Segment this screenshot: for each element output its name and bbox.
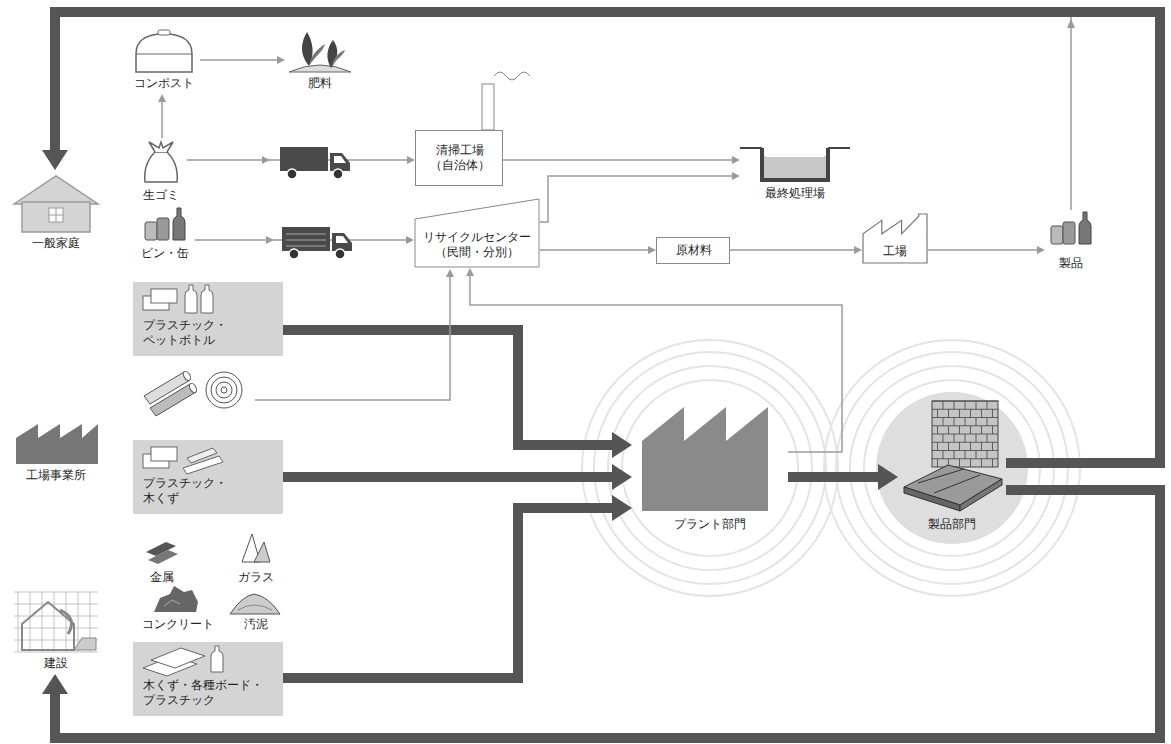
node-text: プラスチック・ 木くず bbox=[143, 476, 229, 506]
waste-box: プラスチック・ 木くず bbox=[133, 440, 283, 514]
flow-arrow bbox=[928, 249, 1037, 251]
kitchen-waste-node: 生ゴミ bbox=[135, 138, 187, 206]
chimney bbox=[482, 72, 530, 130]
node-text: 原材料 bbox=[675, 243, 713, 258]
node-icon bbox=[135, 206, 195, 244]
metal-icon bbox=[146, 542, 178, 564]
node-text: 製品部門 bbox=[927, 517, 977, 532]
node-icon bbox=[8, 170, 104, 234]
recycle-center-box: リサイクルセンター （民間・分別） bbox=[414, 198, 540, 268]
node-icon bbox=[632, 395, 788, 515]
node-text: 生ゴミ bbox=[142, 188, 180, 203]
scrap-pipes-icon bbox=[144, 370, 242, 416]
bottles-cans-node: ビン・缶 bbox=[135, 206, 195, 264]
material-label: 金属 bbox=[150, 570, 174, 585]
flow-arrow bbox=[540, 249, 648, 251]
node-icon bbox=[898, 395, 1006, 515]
node-text: 木くず・各種ボード・ プラスチック bbox=[143, 678, 265, 708]
product-node: 製品 bbox=[1045, 210, 1097, 274]
plant-division-node: プラント部門 bbox=[632, 395, 788, 535]
plant-rings bbox=[582, 340, 838, 596]
node-icon bbox=[1045, 210, 1097, 254]
node-text: リサイクルセンター （民間・分別） bbox=[422, 230, 532, 260]
raw-material-box: 原材料 bbox=[656, 237, 730, 264]
flow-arrow bbox=[540, 176, 732, 222]
flow-arrowheads bbox=[262, 19, 1075, 277]
household-node: 一般家庭 bbox=[8, 170, 104, 254]
glass-icon bbox=[242, 534, 270, 562]
main-flow-arrow bbox=[283, 472, 612, 482]
main-flow-arrow bbox=[283, 508, 612, 678]
flow-arrow bbox=[503, 159, 732, 161]
flow-arrow bbox=[200, 59, 277, 61]
material-label: ガラス bbox=[238, 570, 274, 585]
material-label: 汚泥 bbox=[244, 617, 268, 632]
waste-box: 木くず・各種ボード・ プラスチック bbox=[133, 642, 283, 716]
garbage-truck bbox=[280, 147, 350, 179]
material-label: コンクリート bbox=[142, 617, 214, 632]
node-text: 最終処理場 bbox=[764, 186, 826, 201]
concrete-icon bbox=[154, 586, 198, 612]
node-icon bbox=[285, 28, 355, 74]
compost-node: コンポスト bbox=[128, 28, 200, 94]
flow-arrow bbox=[195, 239, 406, 241]
fertilizer-node: 肥料 bbox=[285, 28, 355, 94]
node-text: 工場事業所 bbox=[25, 468, 87, 483]
node-icon bbox=[8, 418, 104, 466]
flow-arrow bbox=[161, 102, 163, 138]
sludge-icon bbox=[230, 594, 280, 614]
construction-node: 建設 bbox=[8, 588, 104, 674]
node-text: 一般家庭 bbox=[31, 236, 81, 251]
landfill-node: 最終処理場 bbox=[740, 140, 850, 204]
node-text: ビン・缶 bbox=[140, 246, 190, 261]
node-text: 製品 bbox=[1058, 256, 1084, 271]
node-icon bbox=[128, 28, 200, 74]
scrap-flow-line bbox=[255, 277, 450, 400]
node-outline bbox=[133, 642, 283, 676]
node-text: 肥料 bbox=[307, 76, 333, 91]
node-text: コンポスト bbox=[133, 76, 195, 91]
node-icon bbox=[135, 138, 187, 186]
node-icon bbox=[740, 140, 850, 184]
product-division-node: 製品部門 bbox=[898, 395, 1006, 535]
main-flow-arrow bbox=[55, 12, 1160, 463]
node-icon bbox=[8, 588, 104, 654]
product-disc bbox=[876, 392, 1028, 544]
node-text: プラスチック・ ペットボトル bbox=[143, 318, 229, 348]
business-node: 工場事業所 bbox=[8, 418, 104, 486]
main-flow-arrow bbox=[283, 330, 612, 445]
factory-node: 工場 bbox=[862, 212, 928, 264]
main-flow-arrow bbox=[55, 490, 1160, 738]
collection-truck bbox=[282, 227, 352, 259]
main-flow-arrow bbox=[788, 472, 878, 482]
node-text: 建設 bbox=[43, 656, 69, 671]
incineration-box: 清掃工場 （自治体） bbox=[415, 130, 503, 186]
node-text: プラント部門 bbox=[673, 517, 747, 532]
node-text: 清掃工場 （自治体） bbox=[429, 143, 491, 173]
flow-arrow bbox=[55, 12, 1071, 210]
flow-arrow bbox=[470, 276, 842, 452]
node-text: 工場 bbox=[882, 244, 908, 259]
node-outline bbox=[133, 440, 283, 474]
node-outline bbox=[133, 282, 283, 316]
flow-arrow bbox=[730, 249, 854, 251]
waste-box: プラスチック・ ペットボトル bbox=[133, 282, 283, 356]
